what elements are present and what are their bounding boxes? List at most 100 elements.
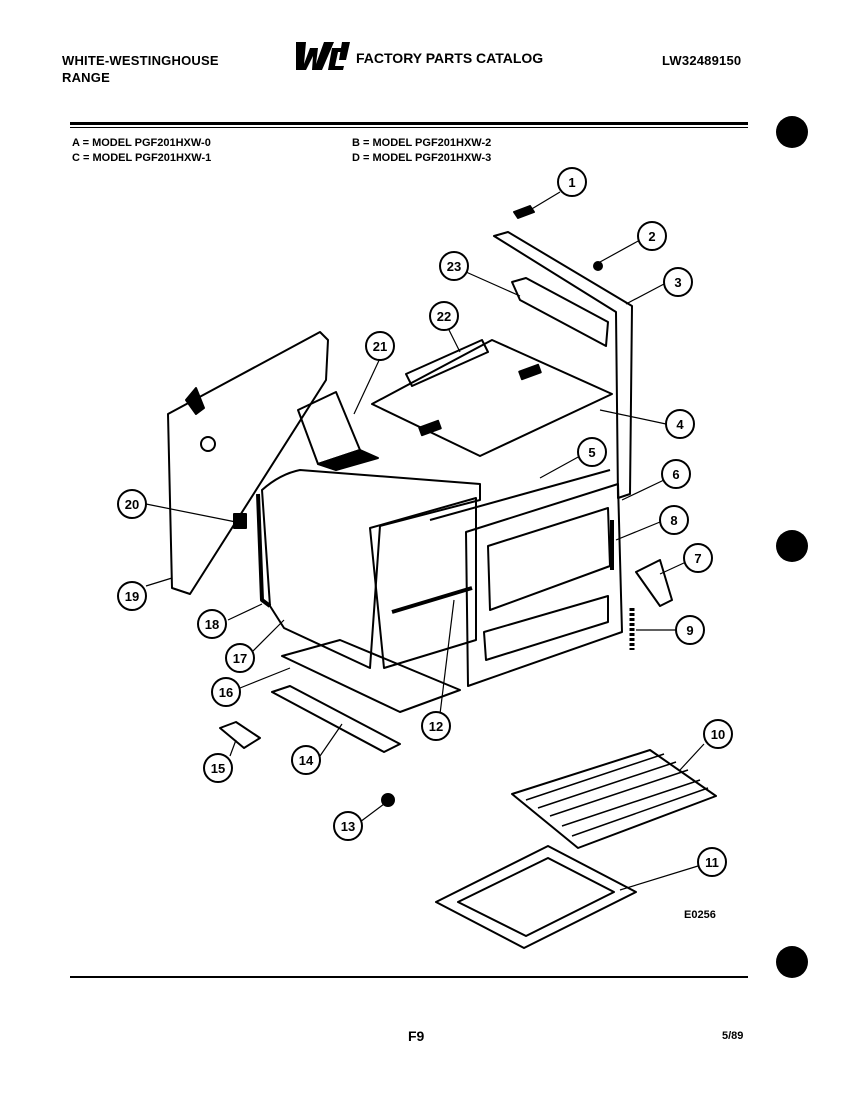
shield-base: [317, 449, 379, 471]
brand-line-1: WHITE-WESTINGHOUSE: [62, 53, 219, 68]
model-a: A = MODEL PGF201HXW-0: [72, 137, 211, 149]
part-14-rail: [271, 685, 401, 753]
callout-circle: [697, 847, 727, 877]
part-11-broiler-pan: [435, 845, 637, 949]
callout-circle: [291, 745, 321, 775]
callout-label: 1: [568, 175, 575, 190]
binder-hole-middle: [776, 530, 808, 562]
callout-1: 1: [557, 167, 587, 197]
callout-label: 20: [125, 497, 139, 512]
callout-19: 19: [117, 581, 147, 611]
callout-circle: [211, 677, 241, 707]
callout-circle: [637, 221, 667, 251]
part-6-door-frame: [465, 483, 623, 687]
callout-9: 9: [675, 615, 705, 645]
callout-circle: [333, 811, 363, 841]
callout-13: 13: [333, 811, 363, 841]
callout-12: 12: [421, 711, 451, 741]
part-2-screw: [593, 261, 603, 271]
top-panel-slot-2: [418, 419, 442, 437]
part-12-burner: [391, 586, 473, 614]
header-rule-thin: [70, 127, 748, 128]
callout-7: 7: [683, 543, 713, 573]
part-5-rack-guide: [429, 469, 611, 521]
callout-2: 2: [637, 221, 667, 251]
side-panel-tab: [185, 387, 205, 415]
wci-logo: [292, 40, 352, 72]
brand-title: WHITE-WESTINGHOUSE RANGE: [62, 52, 219, 86]
callout-22: 22: [429, 301, 459, 331]
callout-circle: [665, 409, 695, 439]
callout-label: 5: [588, 445, 595, 460]
callout-label: 17: [233, 651, 247, 666]
callout-11: 11: [697, 847, 727, 877]
print-date: 5/89: [722, 1030, 744, 1042]
part-18-insulation: [256, 493, 272, 608]
callout-label: 18: [205, 617, 219, 632]
callout-10: 10: [703, 719, 733, 749]
callout-label: 6: [672, 467, 679, 482]
model-c: C = MODEL PGF201HXW-1: [72, 152, 212, 164]
part-20-clip: [233, 513, 247, 529]
callout-circle: [675, 615, 705, 645]
callout-label: 22: [437, 309, 451, 324]
header-rule: [70, 122, 748, 125]
part-7-hinge: [635, 559, 673, 607]
callout-circle: [659, 505, 689, 535]
callout-label: 4: [676, 417, 684, 432]
callout-circle: [365, 331, 395, 361]
callout-23: 23: [439, 251, 469, 281]
callout-label: 19: [125, 589, 139, 604]
callout-circle: [577, 437, 607, 467]
part-1-clip: [513, 205, 535, 219]
callout-label: 11: [705, 855, 719, 870]
model-d: D = MODEL PGF201HXW-3: [352, 152, 492, 164]
callout-circle: [663, 267, 693, 297]
binder-hole-bottom: [776, 946, 808, 978]
callout-circle: [429, 301, 459, 331]
callout-label: 10: [711, 727, 725, 742]
callout-circle: [421, 711, 451, 741]
catalog-number: LW32489150: [662, 53, 742, 68]
callout-circle: [197, 609, 227, 639]
callout-circle: [225, 643, 255, 673]
part-19-side-panel: [167, 331, 329, 595]
callout-21: 21: [365, 331, 395, 361]
callout-label: 21: [373, 339, 387, 354]
part-4-top-panel: [371, 339, 613, 457]
callout-circle: [203, 753, 233, 783]
callout-6: 6: [661, 459, 691, 489]
callout-circle: [557, 167, 587, 197]
callout-circle: [439, 251, 469, 281]
callout-20: 20: [117, 489, 147, 519]
callout-label: 8: [670, 513, 677, 528]
callout-circle: [117, 489, 147, 519]
callout-label: 23: [447, 259, 461, 274]
callout-label: 15: [211, 761, 225, 776]
callout-18: 18: [197, 609, 227, 639]
callout-circle: [661, 459, 691, 489]
part-3-back-panel: [493, 231, 633, 499]
callout-15: 15: [203, 753, 233, 783]
catalog-title: FACTORY PARTS CATALOG: [356, 50, 544, 66]
leader-lines: [145, 191, 705, 891]
part-16-bottom-panel: [281, 639, 461, 713]
callout-8: 8: [659, 505, 689, 535]
page-number: F9: [408, 1028, 425, 1044]
callout-label: 2: [648, 229, 655, 244]
callout-label: 14: [299, 753, 314, 768]
callout-circle: [703, 719, 733, 749]
binder-hole-top: [776, 116, 808, 148]
callout-circle: [117, 581, 147, 611]
brand-line-2: RANGE: [62, 70, 110, 85]
part-13-leveler: [381, 793, 395, 807]
callout-16: 16: [211, 677, 241, 707]
callout-label: 7: [694, 551, 701, 566]
side-panel-hole: [200, 436, 216, 452]
callout-label: 16: [219, 685, 233, 700]
callout-3: 3: [663, 267, 693, 297]
footer-rule: [70, 976, 748, 978]
door-window: [487, 507, 611, 611]
callout-14: 14: [291, 745, 321, 775]
